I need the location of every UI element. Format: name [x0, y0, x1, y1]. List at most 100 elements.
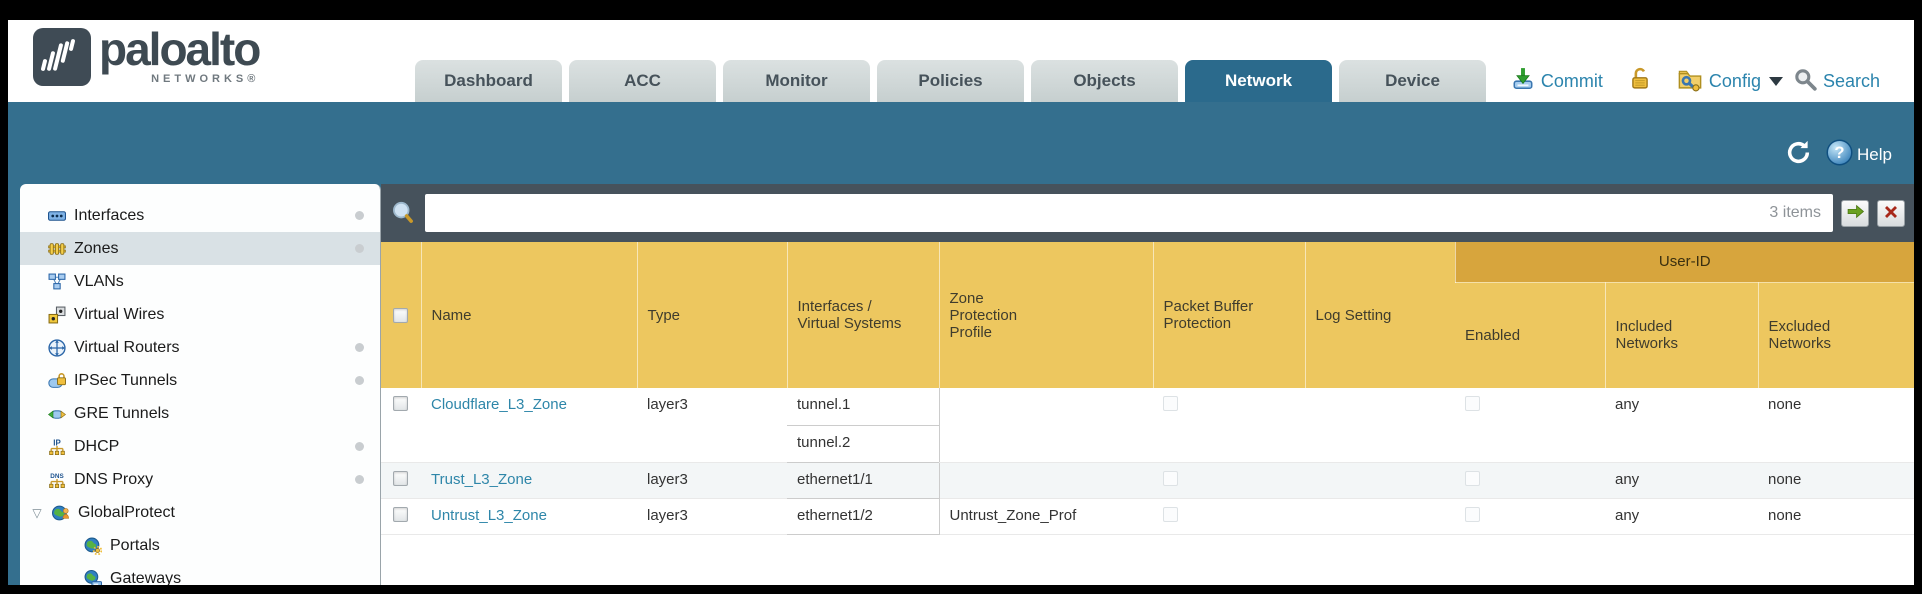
cell-included-networks: any	[1605, 462, 1758, 499]
cell-packet-buffer-protection	[1153, 462, 1305, 499]
config-menu[interactable]: Config	[1677, 66, 1783, 97]
column-header-zone-protection[interactable]: Zone Protection Profile	[938, 242, 1153, 388]
column-header-type[interactable]: Type	[636, 242, 787, 388]
refresh-icon[interactable]	[1785, 139, 1812, 171]
clear-filter-x-icon	[1882, 203, 1900, 224]
packet-buffer-checkbox[interactable]	[1163, 396, 1178, 411]
row-select-checkbox[interactable]	[393, 396, 408, 411]
gre-tunnels-icon	[48, 405, 66, 423]
sidebar-item-label: Zones	[74, 239, 119, 257]
zone-name-link[interactable]: Trust_L3_Zone	[431, 470, 533, 488]
packet-buffer-checkbox[interactable]	[1163, 470, 1178, 486]
clear-filter-button[interactable]	[1877, 199, 1905, 227]
cell-type: layer3	[637, 462, 787, 499]
cell-interface: ethernet1/2	[787, 498, 940, 535]
sidebar-item-portals[interactable]: Portals	[20, 529, 380, 562]
tab-device[interactable]: Device	[1339, 60, 1486, 102]
sidebar-item-ipsec-tunnels[interactable]: IPSec Tunnels	[20, 364, 380, 397]
commit-button[interactable]: Commit	[1511, 67, 1603, 96]
user-id-enabled-checkbox[interactable]	[1465, 396, 1480, 411]
sidebar-item-gateways[interactable]: Gateways	[20, 562, 380, 585]
brand-name: paloalto	[99, 23, 261, 75]
tab-policies[interactable]: Policies	[877, 60, 1024, 102]
sidebar-item-label: DNS Proxy	[74, 470, 154, 488]
sidebar-item-label: DHCP	[74, 437, 120, 455]
cell-zone-protection-profile	[939, 388, 1153, 463]
zone-name-link[interactable]: Cloudflare_L3_Zone	[431, 396, 567, 413]
sidebar-item-interfaces[interactable]: Interfaces	[20, 199, 380, 232]
column-header-select	[381, 242, 421, 388]
sidebar-item-globalprotect[interactable]: ▽GlobalProtect	[20, 496, 380, 529]
cell-excluded-networks: none	[1758, 388, 1915, 463]
sidebar-item-label: GRE Tunnels	[74, 404, 170, 422]
globalprotect-icon	[52, 504, 70, 522]
column-header-name[interactable]: Name	[420, 242, 637, 388]
help-button[interactable]: ? Help	[1826, 139, 1892, 171]
zone-name-link[interactable]: Untrust_L3_Zone	[431, 506, 547, 524]
column-header-enabled[interactable]: Enabled	[1455, 282, 1605, 388]
cell-type: layer3	[637, 388, 787, 463]
svg-text:?: ?	[1834, 143, 1844, 162]
sidebar-item-zones[interactable]: Zones	[20, 232, 380, 265]
paloalto-logo: paloalto NETWORKS®	[33, 23, 261, 86]
zones-icon	[48, 240, 66, 258]
search-button[interactable]: Search	[1793, 67, 1880, 96]
cell-zone-protection-profile: Untrust_Zone_Prof	[939, 498, 1153, 535]
lock-icon[interactable]	[1627, 66, 1653, 97]
sidebar-item-virtual-wires[interactable]: Virtual Wires	[20, 298, 380, 331]
ipsec-tunnels-icon	[48, 372, 66, 390]
column-header-interfaces[interactable]: Interfaces / Virtual Systems	[786, 242, 939, 388]
sidebar-item-virtual-routers[interactable]: Virtual Routers	[20, 331, 380, 364]
search-label: Search	[1822, 70, 1880, 91]
column-header-packet-buffer[interactable]: Packet Buffer Protection	[1152, 242, 1305, 388]
tab-monitor[interactable]: Monitor	[723, 60, 870, 102]
zones-table: Name Type Interfaces / Virtual Systems Z…	[381, 242, 1915, 535]
row-select-cell	[381, 462, 421, 499]
filter-input[interactable]	[425, 194, 1833, 232]
apply-filter-button[interactable]	[1841, 199, 1869, 227]
user-id-enabled-checkbox[interactable]	[1465, 506, 1480, 522]
sidebar-item-label: VLANs	[74, 272, 124, 290]
column-header-included-networks[interactable]: Included Networks	[1604, 282, 1758, 388]
user-id-enabled-checkbox[interactable]	[1465, 470, 1480, 486]
column-header-log-setting[interactable]: Log Setting	[1304, 242, 1455, 388]
cell-excluded-networks: none	[1758, 498, 1915, 535]
cell-log-setting	[1305, 388, 1455, 463]
tab-objects[interactable]: Objects	[1031, 60, 1178, 102]
column-group-user-id: User-ID	[1454, 242, 1915, 283]
cell-name: Trust_L3_Zone	[421, 462, 637, 499]
select-all-checkbox[interactable]	[393, 307, 409, 323]
tab-acc[interactable]: ACC	[569, 60, 716, 102]
dhcp-icon: IP	[48, 438, 66, 456]
gateways-icon	[84, 569, 102, 585]
config-icon	[1677, 66, 1703, 97]
tab-network[interactable]: Network	[1185, 60, 1332, 102]
filter-search-icon	[390, 200, 417, 227]
sidebar-item-gre-tunnels[interactable]: GRE Tunnels	[20, 397, 380, 430]
cell-excluded-networks: none	[1758, 462, 1915, 499]
sidebar-item-dot	[355, 343, 364, 352]
sidebar-item-dhcp[interactable]: IP DHCP	[20, 430, 380, 463]
cell-zone-protection-profile	[939, 462, 1153, 499]
cell-user-id-enabled	[1455, 388, 1605, 463]
sidebar-item-dot	[355, 475, 364, 484]
top-actions: Commit	[1511, 60, 1880, 102]
commit-icon	[1511, 67, 1535, 96]
sidebar-item-label: Virtual Wires	[74, 305, 165, 323]
cell-log-setting	[1305, 462, 1455, 499]
search-icon	[1793, 67, 1817, 96]
expander-triangle-icon[interactable]: ▽	[32, 505, 42, 520]
tab-dashboard[interactable]: Dashboard	[415, 60, 562, 102]
row-select-checkbox[interactable]	[393, 506, 408, 522]
packet-buffer-checkbox[interactable]	[1163, 506, 1178, 522]
row-select-checkbox[interactable]	[393, 470, 408, 486]
sidebar-item-vlans[interactable]: VLANs	[20, 265, 380, 298]
sidebar-item-dot	[355, 442, 364, 451]
cell-name: Untrust_L3_Zone	[421, 498, 637, 535]
column-header-excluded-networks[interactable]: Excluded Networks	[1757, 282, 1915, 388]
